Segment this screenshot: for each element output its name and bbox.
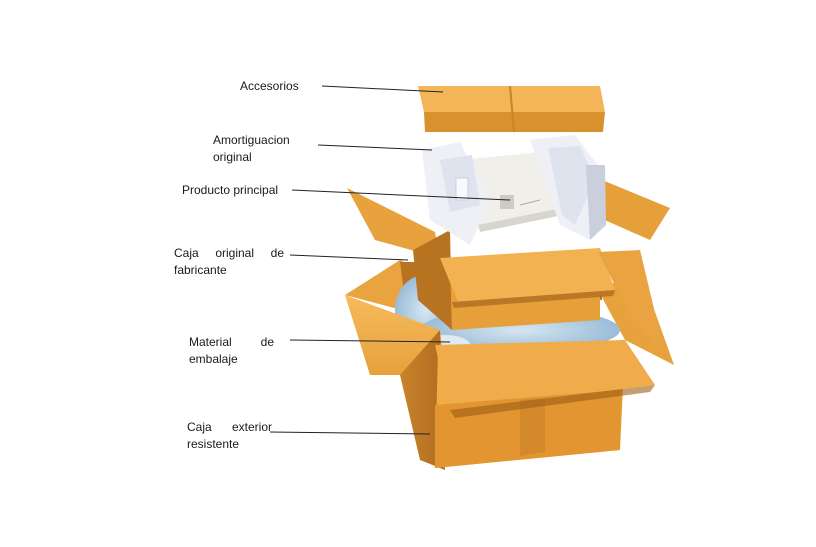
label-material-embalaje: Material de embalaje bbox=[189, 335, 274, 366]
leader-caja-exterior bbox=[269, 431, 431, 435]
label-caja-exterior: Caja exterior resistente bbox=[187, 420, 272, 451]
manufacturer-box bbox=[347, 175, 670, 355]
leader-producto bbox=[291, 189, 511, 201]
leader-lines bbox=[269, 85, 511, 435]
leader-caja-original bbox=[289, 254, 409, 261]
label-accesorios: Accesorios bbox=[240, 79, 299, 93]
leader-accesorios bbox=[321, 85, 444, 93]
label-amortiguacion-original: Amortiguacion original bbox=[213, 133, 290, 164]
label-caja-original: Caja original de fabricante bbox=[174, 246, 284, 277]
accessories-box-lid bbox=[418, 85, 605, 133]
styrofoam-block bbox=[422, 135, 606, 245]
leader-material bbox=[289, 339, 451, 343]
leader-amortiguacion bbox=[317, 144, 433, 151]
label-producto-principal: Producto principal bbox=[182, 183, 279, 197]
